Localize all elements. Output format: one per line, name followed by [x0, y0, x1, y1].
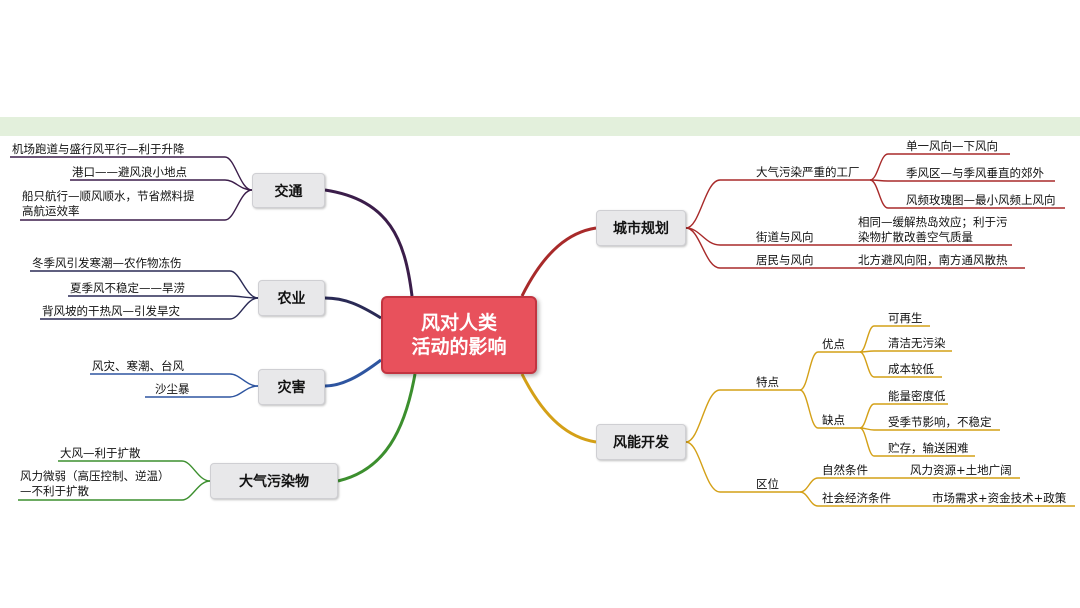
energy-cons-item-1[interactable]: 能量密度低 [888, 389, 946, 403]
energy-cons-label[interactable]: 缺点 [822, 413, 845, 427]
topic-city-planning-label: 城市规划 [613, 221, 669, 237]
topic-wind-energy-label: 风能开发 [613, 435, 669, 451]
topic-pollutant[interactable]: 大气污染物 [210, 463, 338, 499]
city-lines [685, 153, 1065, 269]
city-factory-label[interactable]: 大气污染严重的工厂 [756, 165, 860, 179]
agriculture-item-2[interactable]: 夏季风不稳定——旱涝 [70, 281, 185, 295]
energy-pros-item-3[interactable]: 成本较低 [888, 362, 934, 376]
energy-cons-item-3[interactable]: 贮存，输送困难 [888, 441, 969, 455]
city-factory-item-1[interactable]: 单一风向—下风向 [906, 139, 998, 153]
topic-agriculture[interactable]: 农业 [258, 280, 325, 316]
transport-item-1[interactable]: 机场跑道与盛行风平行—利于升降 [12, 142, 185, 156]
agriculture-leaf-lines [30, 270, 259, 320]
disaster-item-1[interactable]: 风灾、寒潮、台风 [92, 359, 184, 373]
link-center-energy [520, 373, 597, 444]
pollutant-item-2[interactable]: 风力微弱（高压控制、逆温）—不利于扩散 [20, 469, 170, 498]
energy-natural-label[interactable]: 自然条件 [822, 463, 868, 477]
link-center-agriculture [324, 296, 382, 320]
pollutant-item-1[interactable]: 大风—利于扩散 [60, 446, 141, 460]
disaster-leaf-lines [90, 373, 259, 398]
transport-leaf-lines [10, 156, 253, 221]
header-band [0, 117, 1080, 136]
link-center-city [520, 226, 597, 297]
city-factory-item-3[interactable]: 风频玫瑰图—最小风频上风向 [906, 193, 1056, 207]
agriculture-item-1[interactable]: 冬季风引发寒潮—农作物冻伤 [32, 256, 182, 270]
energy-lines [685, 325, 1075, 507]
disaster-item-2[interactable]: 沙尘暴 [155, 382, 190, 396]
city-street-note[interactable]: 相同—缓解热岛效应；利于污染物扩散改善空气质量 [858, 215, 1008, 244]
central-topic-line2: 活动的影响 [411, 336, 507, 358]
energy-pros-item-1[interactable]: 可再生 [888, 311, 923, 325]
pollutant-leaf-lines [18, 460, 211, 501]
energy-social-label[interactable]: 社会经济条件 [822, 491, 891, 505]
energy-location-label[interactable]: 区位 [756, 477, 779, 491]
link-center-transport [324, 188, 414, 297]
topic-disaster[interactable]: 灾害 [258, 369, 325, 405]
link-center-disaster [324, 358, 382, 388]
energy-pros-item-2[interactable]: 清洁无污染 [888, 336, 946, 350]
central-topic-line1: 风对人类 [420, 312, 497, 334]
topic-wind-energy[interactable]: 风能开发 [596, 424, 686, 460]
topic-agriculture-label: 农业 [277, 291, 306, 307]
agriculture-item-3[interactable]: 背风坡的干热风—引发旱灾 [42, 304, 180, 318]
topic-transport-label: 交通 [274, 183, 303, 200]
topic-disaster-label: 灾害 [277, 380, 306, 396]
transport-item-3[interactable]: 船只航行—顺风顺水，节省燃料提高航运效率 [22, 189, 195, 218]
energy-pros-label[interactable]: 优点 [822, 337, 845, 351]
city-factory-item-2[interactable]: 季风区—与季风垂直的郊外 [906, 166, 1044, 180]
city-street-label[interactable]: 街道与风向 [756, 230, 814, 244]
energy-social-note[interactable]: 市场需求+资金技术+政策 [932, 491, 1067, 505]
topic-transport[interactable]: 交通 [252, 173, 325, 208]
topic-pollutant-label: 大气污染物 [239, 474, 309, 490]
central-topic[interactable]: 风对人类 活动的影响 [381, 296, 537, 374]
city-residence-note[interactable]: 北方避风向阳，南方通风散热 [858, 253, 1008, 267]
energy-cons-item-2[interactable]: 受季节影响，不稳定 [888, 415, 992, 429]
energy-natural-note[interactable]: 风力资源+土地广阔 [910, 463, 1012, 477]
city-residence-label[interactable]: 居民与风向 [756, 253, 814, 267]
topic-city-planning[interactable]: 城市规划 [596, 210, 686, 246]
link-center-pollutant [337, 373, 417, 483]
transport-item-2[interactable]: 港口——避风浪小地点 [72, 165, 187, 179]
energy-features-label[interactable]: 特点 [756, 375, 779, 389]
